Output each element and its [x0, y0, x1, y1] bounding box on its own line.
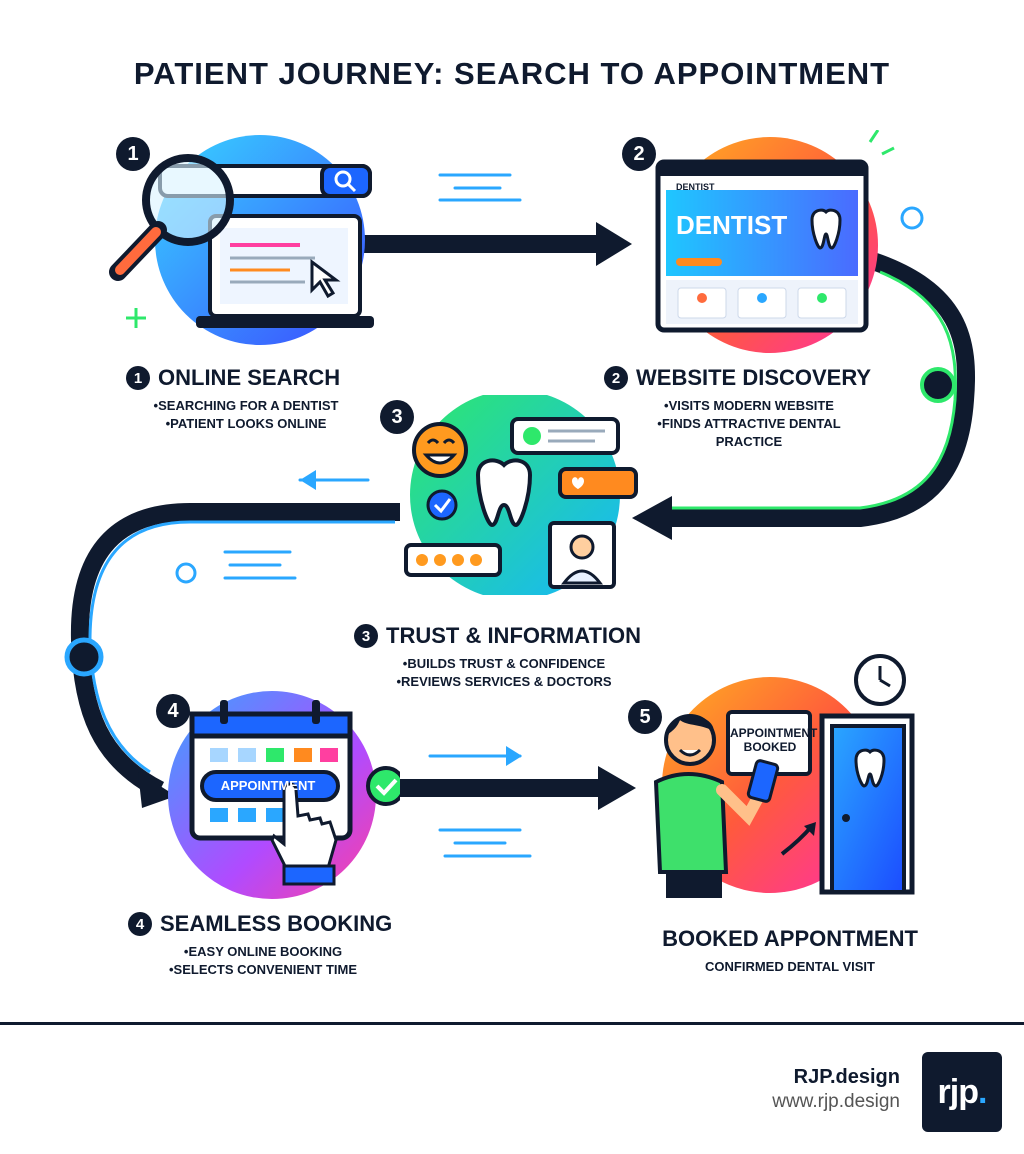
brand-logo-text: rjp: [937, 1072, 979, 1111]
step-2-illustration: [655, 130, 895, 353]
step-4-text: 4 SEAMLESS BOOKING EASY ONLINE BOOKING SE…: [128, 910, 398, 979]
step-3-illustration: [404, 395, 638, 595]
step-4-bullets: EASY ONLINE BOOKING SELECTS CONVENIENT T…: [128, 943, 398, 979]
step-5-text: BOOKED APPONTMENT CONFIRMED DENTAL VISIT: [640, 926, 940, 976]
journey-path: [64, 173, 976, 858]
brand-logo-dot: .: [978, 1072, 988, 1111]
step-4-bullet: SELECTS CONVENIENT TIME: [128, 961, 398, 979]
step-4-title-text: SEAMLESS BOOKING: [160, 911, 393, 937]
step-1-title-text: ONLINE SEARCH: [158, 365, 341, 391]
brand-url: www.rjp.design: [772, 1091, 900, 1112]
step-2-text: 2 WEBSITE DISCOVERY VISITS MODERN WEBSITE…: [604, 364, 894, 451]
footer-brand: RJP.design www.rjp.design: [772, 1066, 900, 1113]
step-1-title: 1 ONLINE SEARCH: [126, 364, 366, 391]
step-2-number-badge: 2: [622, 137, 656, 171]
step-3-bullet: REVIEWS SERVICES & DOCTORS: [354, 673, 654, 691]
step-2-title-text: WEBSITE DISCOVERY: [636, 365, 872, 391]
step-1-title-number: 1: [126, 366, 150, 391]
step-4-illustration: [168, 691, 400, 899]
site-brand: DENTIST: [676, 182, 715, 192]
brand-name: RJP.design: [793, 1066, 900, 1088]
step-3-title-number: 3: [354, 624, 378, 649]
arrow-2-to-3: [632, 251, 976, 540]
step-3-title: 3 TRUST & INFORMATION: [354, 622, 654, 649]
step-5-title: BOOKED APPONTMENT: [662, 926, 918, 951]
step-4-number-badge: 4: [156, 694, 190, 728]
step-2-bullets: VISITS MODERN WEBSITE FINDS ATTRACTIVE D…: [604, 397, 894, 451]
step-3-bullet: BUILDS TRUST & CONFIDENCE: [354, 655, 654, 673]
appointment-button: APPOINTMENT: [220, 778, 316, 793]
step-5-illustration: [653, 654, 915, 898]
appointment-booked-sign: APPOINTMENT BOOKED: [730, 726, 818, 754]
step-1-illustration: [109, 135, 374, 345]
arrow-1-to-2: [360, 222, 632, 266]
step-2-bullet: VISITS MODERN WEBSITE: [604, 397, 894, 415]
page-title: PATIENT JOURNEY: SEARCH TO APPOINTMENT: [133, 56, 891, 91]
brand-logo: rjp.: [922, 1052, 1002, 1132]
arrow-4-to-5: [382, 766, 636, 810]
step-1-text: 1 ONLINE SEARCH SEARCHING FOR A DENTIST P…: [126, 364, 366, 433]
step-1-number-badge: 1: [116, 137, 150, 171]
step-5-subtitle: CONFIRMED DENTAL VISIT: [705, 959, 875, 974]
site-hero-text: DENTIST: [676, 210, 788, 240]
step-5-number-badge: 5: [628, 700, 662, 734]
step-2-bullet: FINDS ATTRACTIVE DENTAL PRACTICE: [654, 415, 844, 451]
step-4-title: 4 SEAMLESS BOOKING: [128, 910, 398, 937]
step-3-number-badge: 3: [380, 400, 414, 434]
step-1-bullet: SEARCHING FOR A DENTIST: [126, 397, 366, 415]
step-1-bullets: SEARCHING FOR A DENTIST PATIENT LOOKS ON…: [126, 397, 366, 433]
step-2-title-number: 2: [604, 366, 628, 391]
step-1-bullet: PATIENT LOOKS ONLINE: [126, 415, 366, 433]
step-3-bullets: BUILDS TRUST & CONFIDENCE REVIEWS SERVIC…: [354, 655, 654, 691]
step-4-bullet: EASY ONLINE BOOKING: [128, 943, 398, 961]
footer-divider: [0, 1022, 1024, 1025]
step-2-title: 2 WEBSITE DISCOVERY: [604, 364, 894, 391]
step-3-text: 3 TRUST & INFORMATION BUILDS TRUST & CONF…: [354, 622, 654, 691]
step-3-title-text: TRUST & INFORMATION: [386, 623, 642, 649]
step-4-title-number: 4: [128, 912, 152, 937]
arrow-3-to-4: [64, 503, 400, 808]
